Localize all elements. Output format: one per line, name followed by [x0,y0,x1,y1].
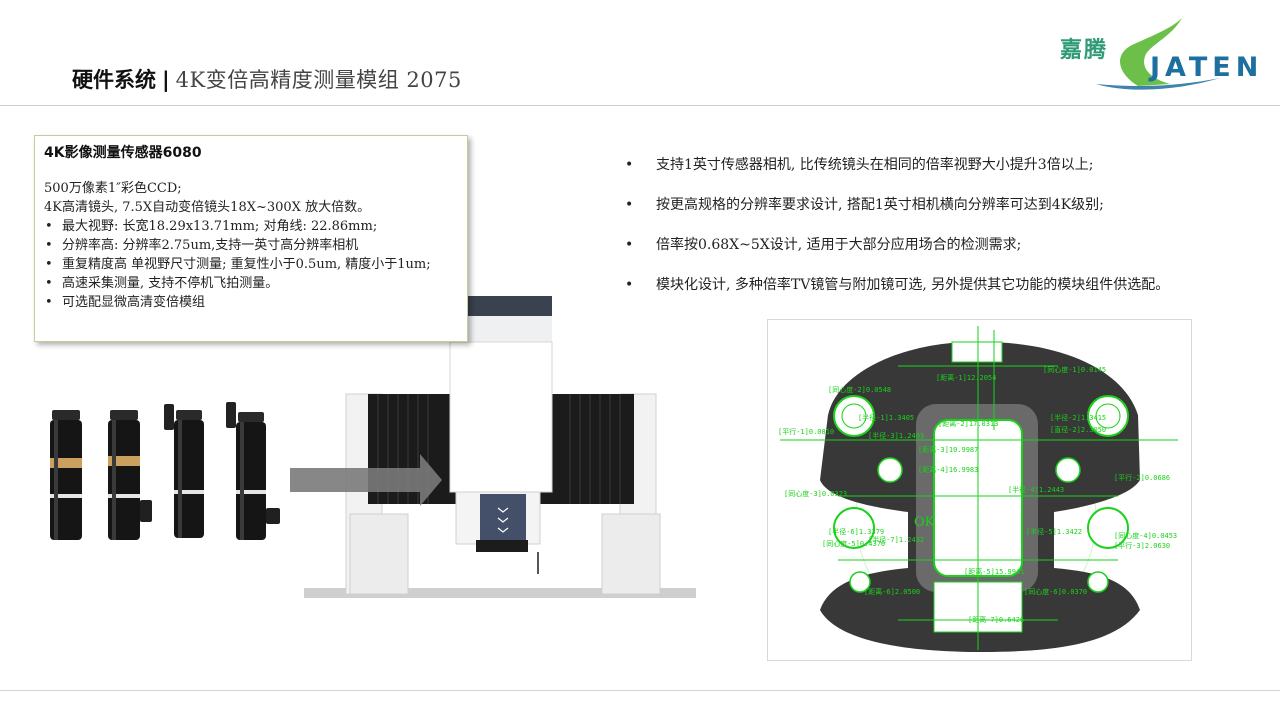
section-label: 硬件系统 [72,68,156,92]
logo-chinese-text: 嘉腾 [1060,38,1109,63]
feature-item: 按更高规格的分辨率要求设计, 搭配1英寸相机横向分辨率可达到4K级别; [625,185,1169,225]
feature-list: 支持1英寸传感器相机, 比传统镜头在相同的倍率视野大小提升3倍以上; 按更高规格… [625,145,1169,305]
measurement-annotation: [平行-1]0.0810 [778,427,834,436]
zoom-lens-photo [40,400,300,560]
lens-icon [50,410,82,540]
measurement-annotation: [同心度-2]0.0548 [828,385,891,394]
measurement-annotation: [同心度-6]0.0370 [1024,587,1087,596]
measurement-annotation: [距离-7]0.6426 [968,615,1024,624]
measurement-annotation: [平行-2]0.0686 [1114,473,1170,482]
feature-item: 倍率按0.68X~5X设计, 适用于大部分应用场合的检测需求; [625,225,1169,265]
spec-bullet: 分辨率高: 分辨率2.75um,支持一英寸高分辨率相机 [44,236,464,255]
module-title: 4K变倍高精度测量模组 2075 [175,68,462,92]
spec-bullet: 可选配显微高清变倍模组 [44,293,464,312]
measurement-annotation: [距离-3]10.9987 [918,445,978,454]
title-separator: | [162,68,170,92]
measurement-annotation: [同心度-1]0.0145 [1043,365,1106,374]
measurement-annotation: [距离-1]12.2054 [936,373,996,382]
company-logo: 嘉腾 JATEN [1060,14,1260,94]
footer-divider [0,690,1280,691]
measurement-annotation: [半径-1]1.3405 [858,413,914,422]
measurement-annotation: [半径-5]1.3422 [1026,527,1082,536]
spec-bullet: 高速采集测量, 支持不停机飞拍测量。 [44,274,464,293]
measurement-annotation: [距离-2]17.0313 [938,419,998,428]
spec-lines: 500万像素1″彩色CCD; 4K高清镜头, 7.5X自动变倍镜头18X~300… [44,179,370,217]
measurement-annotation: [半径-3]1.2403 [868,431,924,440]
measurement-annotation: [同心度-4]0.0453 [1114,531,1177,540]
spec-title: 4K影像测量传感器6080 [44,145,202,161]
spec-box: 4K影像测量传感器6080 500万像素1″彩色CCD; 4K高清镜头, 7.5… [34,135,468,342]
spec-bullet-list: 最大视野: 长宽18.29x13.71mm; 对角线: 22.86mm; 分辨率… [44,217,464,312]
logo-english-text: JATEN [1150,52,1264,83]
measurement-annotation: [半径-6]1.3379 [828,527,884,536]
feature-item: 支持1英寸传感器相机, 比传统镜头在相同的倍率视野大小提升3倍以上; [625,145,1169,185]
spec-line: 4K高清镜头, 7.5X自动变倍镜头18X~300X 放大倍数。 [44,200,371,215]
measurement-annotation: [直径-2]2.3050 [1050,425,1106,434]
spec-line: 500万像素1″彩色CCD; [44,181,182,196]
logo-swoosh-icon [1096,18,1220,90]
measurement-machine-photo [290,282,710,604]
lens-icon [108,410,152,540]
spec-bullet: 重复精度高 单视野尺寸测量; 重复性小于0.5um, 精度小于1um; [44,255,464,274]
lens-icon [164,404,204,538]
lens-icon [226,402,280,540]
measurement-annotation: [距离-6]2.0500 [864,587,920,596]
measurement-annotation: [半径-4]1.2443 [1008,485,1064,494]
measurement-result-image: [同心度-1]0.0145 [同心度-2]0.0548 [距离-1]12.2054 [… [767,319,1192,661]
header-divider [0,105,1280,106]
measurement-annotation: [半径-7]1.2432 [868,535,924,544]
measurement-annotation: [半径-2]1.3415 [1050,413,1106,422]
ok-status-label: OK [914,515,935,530]
measurement-annotation: [平行-3]2.0630 [1114,541,1170,550]
measurement-annotation: [同心度-3]0.0323 [784,489,847,498]
measurement-annotation: [距离-4]16.9983 [918,465,978,474]
page-title: 硬件系统|4K变倍高精度测量模组 2075 [72,64,462,94]
feature-item: 模块化设计, 多种倍率TV镜管与附加镜可选, 另外提供其它功能的模块组件供选配。 [625,265,1169,305]
measurement-annotation: [同心度-5]0.4370 [822,539,885,548]
spec-bullet: 最大视野: 长宽18.29x13.71mm; 对角线: 22.86mm; [44,217,464,236]
measurement-annotation: [距离-5]15.9941 [964,567,1024,576]
